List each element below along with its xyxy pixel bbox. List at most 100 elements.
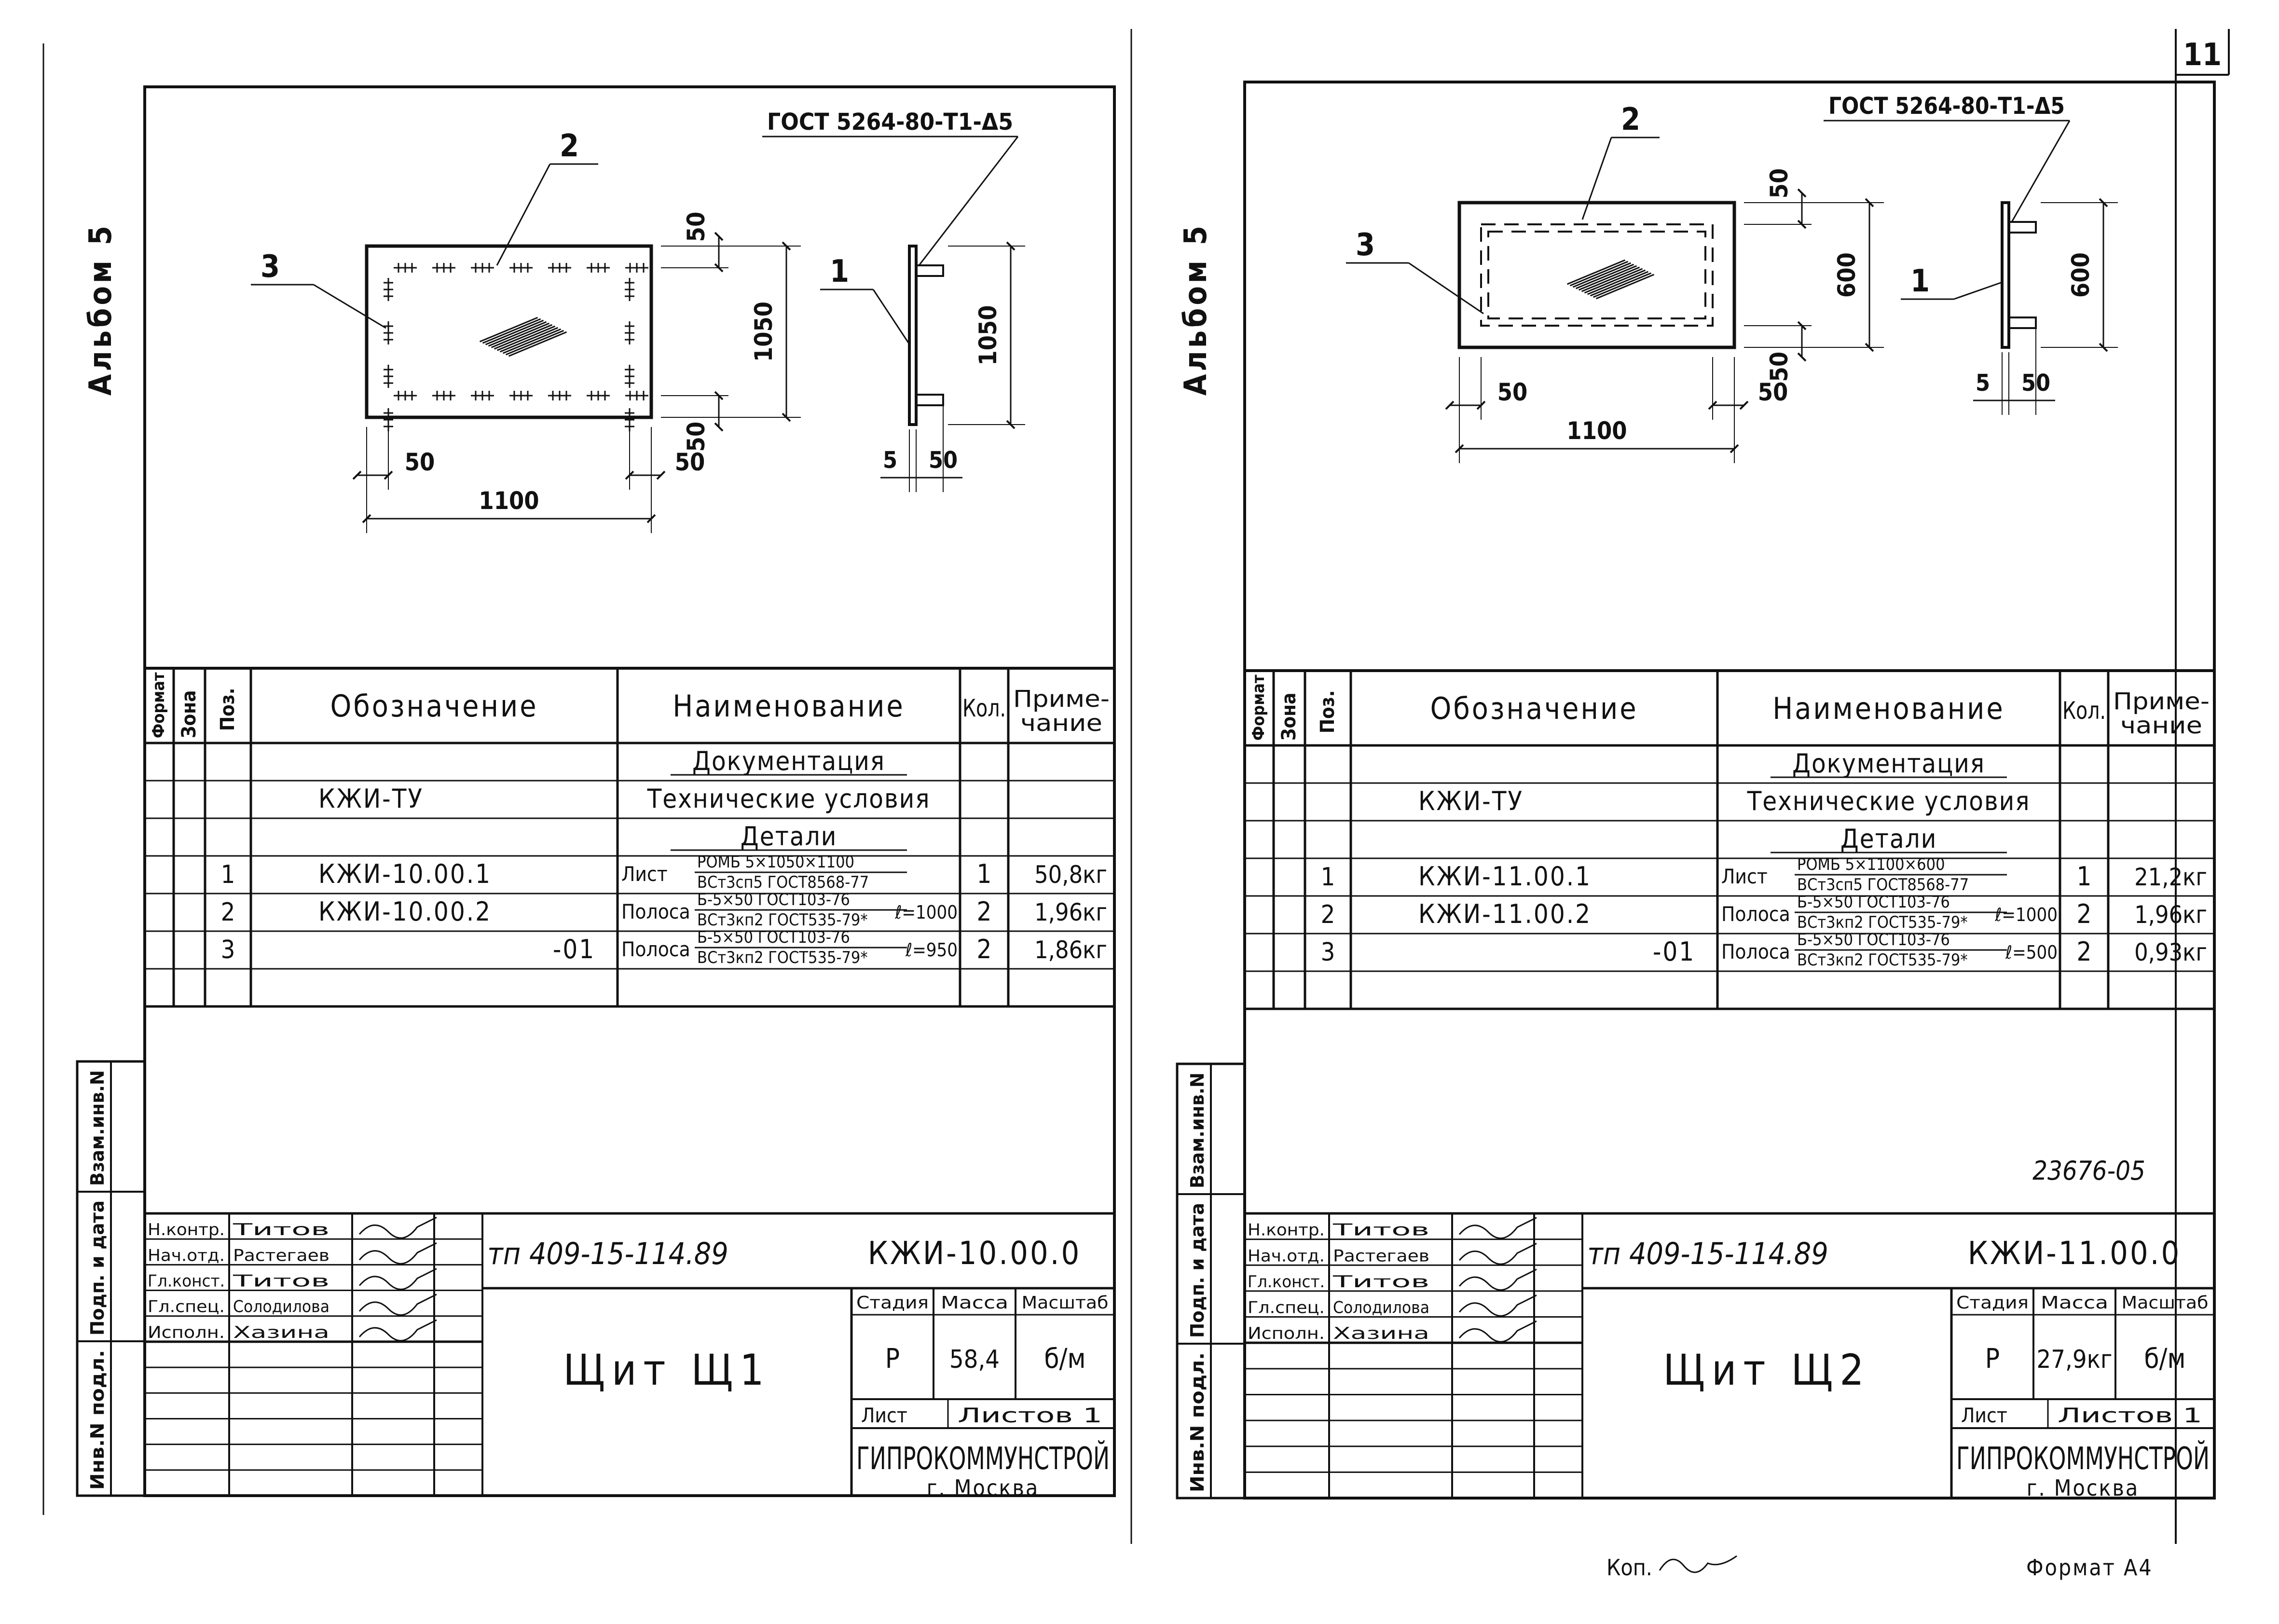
dim-right-margin-value: 50 <box>675 448 705 476</box>
dim-top-margin-value: 50 <box>682 212 710 242</box>
cell-pos: 2 <box>1321 900 1335 929</box>
cell-qty: 2 <box>977 934 992 964</box>
signature-mark <box>358 1268 437 1290</box>
hatch-stroke <box>1566 259 1626 285</box>
dim-thickness-value: 5 <box>1976 370 1990 397</box>
cell-name-prefix: Лист <box>1721 865 1768 888</box>
side-stamp-label: Взам.инв.N <box>1187 1073 1208 1188</box>
leader-2-label: 2 <box>560 128 579 164</box>
dim-offset-value: 50 <box>2021 370 2050 397</box>
cell-pos: 1 <box>1321 863 1335 892</box>
section-heading: Детали <box>741 821 837 852</box>
hatch-stroke <box>1575 263 1634 289</box>
stage-header: Стадия <box>856 1293 929 1313</box>
stage-value: Р <box>885 1343 900 1375</box>
cell-designation: -01 <box>553 934 595 964</box>
cell-name-bottom: ВСт3кп2 ГОСТ535-79* <box>697 948 868 967</box>
header-designation: Обозначение <box>1430 691 1638 726</box>
plate-outline <box>365 244 653 419</box>
scale-value: б/м <box>1044 1343 1085 1375</box>
leader-2-line <box>1581 137 1612 220</box>
dim-top-margin-value: 50 <box>1765 168 1793 199</box>
side-strip-bottom <box>915 394 944 406</box>
hatch-stroke <box>499 327 559 353</box>
cell-name: Технические условия <box>1747 786 2031 816</box>
stamp-name: Растегаев <box>233 1246 329 1265</box>
cell-name-prefix: Полоса <box>1721 940 1790 963</box>
stamp-role: Н.контр. <box>148 1220 225 1239</box>
dim-thickness-value: 5 <box>883 447 897 474</box>
cell-pos: 3 <box>1321 938 1335 967</box>
cell-name-top: Б-5×50 ГОСТ103-76 <box>1797 893 1950 912</box>
cell-qty: 2 <box>2077 936 2092 967</box>
header-qty: Кол. <box>962 694 1006 722</box>
header-name: Наименование <box>1772 691 2005 726</box>
cell-qty: 1 <box>2077 861 2092 892</box>
format-label: Формат А4 <box>2026 1555 2153 1581</box>
hatch-stroke <box>505 330 564 356</box>
cell-name-bottom: ВСт3сп5 ГОСТ8568-77 <box>1797 875 1969 895</box>
cell-designation: КЖИ-11.00.2 <box>1418 899 1592 929</box>
dim-side-height-value: 600 <box>2067 252 2095 298</box>
side-stamp-label: Подп. и дата <box>1187 1203 1208 1338</box>
signature-mark <box>358 1242 437 1265</box>
inventory-number: 23676-05 <box>2032 1156 2145 1186</box>
section-heading: Документация <box>692 746 885 776</box>
cell-designation: КЖИ-ТУ <box>1418 786 1524 816</box>
cell-name-prefix: Полоса <box>621 900 690 923</box>
stamp-name: Титов <box>1332 1221 1429 1240</box>
hatch-stroke <box>496 325 556 351</box>
stamp-role: Н.контр. <box>1248 1221 1325 1240</box>
hatch-stroke <box>1578 265 1637 291</box>
stamp-name: Титов <box>1332 1272 1429 1292</box>
org-city: г. Москва <box>2027 1475 2140 1501</box>
cell-note: 0,93кг <box>2134 938 2207 966</box>
side-stamp-label: Инв.N подл. <box>87 1350 108 1490</box>
header-format: Формат <box>149 672 168 738</box>
scale-header: Масштаб <box>1022 1293 1109 1313</box>
side-plate <box>2001 201 2010 349</box>
hatch-stroke <box>494 324 553 350</box>
stamp-role: Исполн. <box>1248 1324 1325 1343</box>
cell-name-top: Б-5×50 ГОСТ103-76 <box>1797 930 1950 950</box>
hatch-stroke <box>1584 268 1643 294</box>
plate-hatch <box>1566 259 1655 300</box>
hatch-stroke <box>1593 272 1652 298</box>
dim-bottom-margin-value: 50 <box>1765 352 1793 382</box>
gost-leader-line <box>2011 120 2071 222</box>
stamp-role: Гл.спец. <box>1248 1298 1325 1318</box>
leader-1-line <box>872 289 910 345</box>
cell-name-bottom: ВСт3сп5 ГОСТ8568-77 <box>697 873 869 892</box>
copy-signature <box>1659 1555 1737 1573</box>
signature-mark <box>358 1294 437 1316</box>
stamp-role: Гл.спец. <box>148 1297 225 1317</box>
hatch-stroke <box>1595 274 1655 300</box>
stamp-role: Нач.отд. <box>148 1246 225 1265</box>
main-frame <box>143 85 1116 1497</box>
cell-name-length: ℓ=1000 <box>1994 904 2058 925</box>
stamp-name: Хазина <box>233 1323 329 1342</box>
sheets-label: Листов 1 <box>2058 1404 2202 1427</box>
album-label: Альбом 5 <box>1178 223 1214 396</box>
section-heading: Детали <box>1840 824 1937 854</box>
scale-value: б/м <box>2144 1343 2185 1375</box>
leader-1-label: 1 <box>830 254 849 289</box>
header-qty: Кол. <box>2062 697 2106 725</box>
side-stamp-label: Инв.N подл. <box>1187 1352 1208 1492</box>
mass-value: 58,4 <box>949 1345 1000 1374</box>
stamp-role: Гл.конст. <box>148 1272 225 1291</box>
signature-mark <box>1458 1217 1537 1239</box>
strip-dashed-inner <box>1487 231 1706 319</box>
drawing-title: Щит Щ1 <box>563 1345 770 1395</box>
signature-mark <box>1458 1294 1537 1317</box>
sheet-label: Лист <box>861 1404 907 1427</box>
header-format: Формат <box>1249 674 1268 741</box>
org-city: г. Москва <box>927 1475 1040 1501</box>
stamp-name: Титов <box>232 1272 329 1291</box>
dim-plate-height-value: 1050 <box>750 302 778 362</box>
stamp-name: Солодилова <box>233 1297 329 1317</box>
dim-right-margin-value: 50 <box>1758 378 1788 406</box>
stamp-role: Гл.конст. <box>1248 1272 1325 1292</box>
